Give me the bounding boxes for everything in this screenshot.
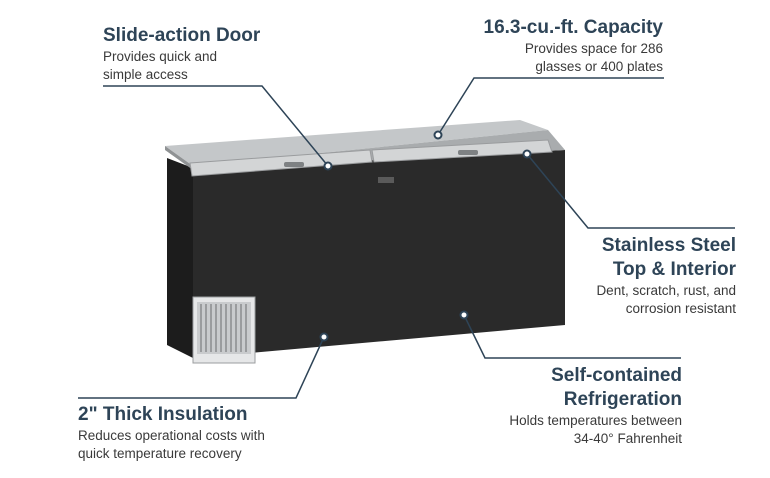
leader-insulation: [78, 336, 325, 399]
callout-desc-line2: quick temperature recovery: [78, 446, 242, 461]
dot-steel: [522, 149, 532, 159]
callout-refrigeration: Self-contained Refrigeration Holds tempe…: [509, 364, 682, 448]
callout-title-line1: Self-contained: [551, 365, 682, 386]
callout-title: 2" Thick Insulation: [78, 404, 248, 425]
callout-title-line2: Refrigeration: [563, 389, 682, 410]
callout-insulation: 2" Thick Insulation Reduces operational …: [78, 403, 265, 463]
leader-steel: [526, 153, 735, 229]
vent-grille: [192, 296, 256, 364]
dot-door: [323, 161, 333, 171]
callout-stainless-steel: Stainless Steel Top & Interior Dent, scr…: [596, 234, 736, 318]
leader-door: [103, 85, 329, 167]
cooler-cabinet: [165, 120, 565, 358]
callout-desc-line1: Holds temperatures between: [509, 413, 682, 428]
callout-desc-line2: corrosion resistant: [625, 301, 736, 316]
callout-desc-line2: simple access: [103, 67, 188, 82]
callout-desc-line1: Provides quick and: [103, 49, 218, 64]
callout-title-line1: Stainless Steel: [601, 235, 736, 256]
callout-title-line2: Top & Interior: [612, 259, 736, 280]
callout-title: 16.3-cu.-ft. Capacity: [483, 17, 664, 38]
callout-slide-action-door: Slide-action Door Provides quick and sim…: [103, 24, 260, 84]
callout-capacity: 16.3-cu.-ft. Capacity Provides space for…: [484, 16, 664, 76]
dot-refrig: [459, 310, 469, 320]
callout-desc-line2: 34-40° Fahrenheit: [573, 431, 682, 446]
leader-refrig: [463, 314, 681, 359]
callout-desc-line2: glasses or 400 plates: [535, 59, 663, 74]
leader-capacity: [437, 77, 664, 136]
dot-capacity: [433, 130, 443, 140]
callout-desc-line1: Dent, scratch, rust, and: [596, 283, 736, 298]
dot-insulation: [319, 332, 329, 342]
callout-desc-line1: Provides space for 286: [524, 41, 663, 56]
callout-title: Slide-action Door: [103, 25, 261, 46]
callout-desc-line1: Reduces operational costs with: [78, 428, 265, 443]
